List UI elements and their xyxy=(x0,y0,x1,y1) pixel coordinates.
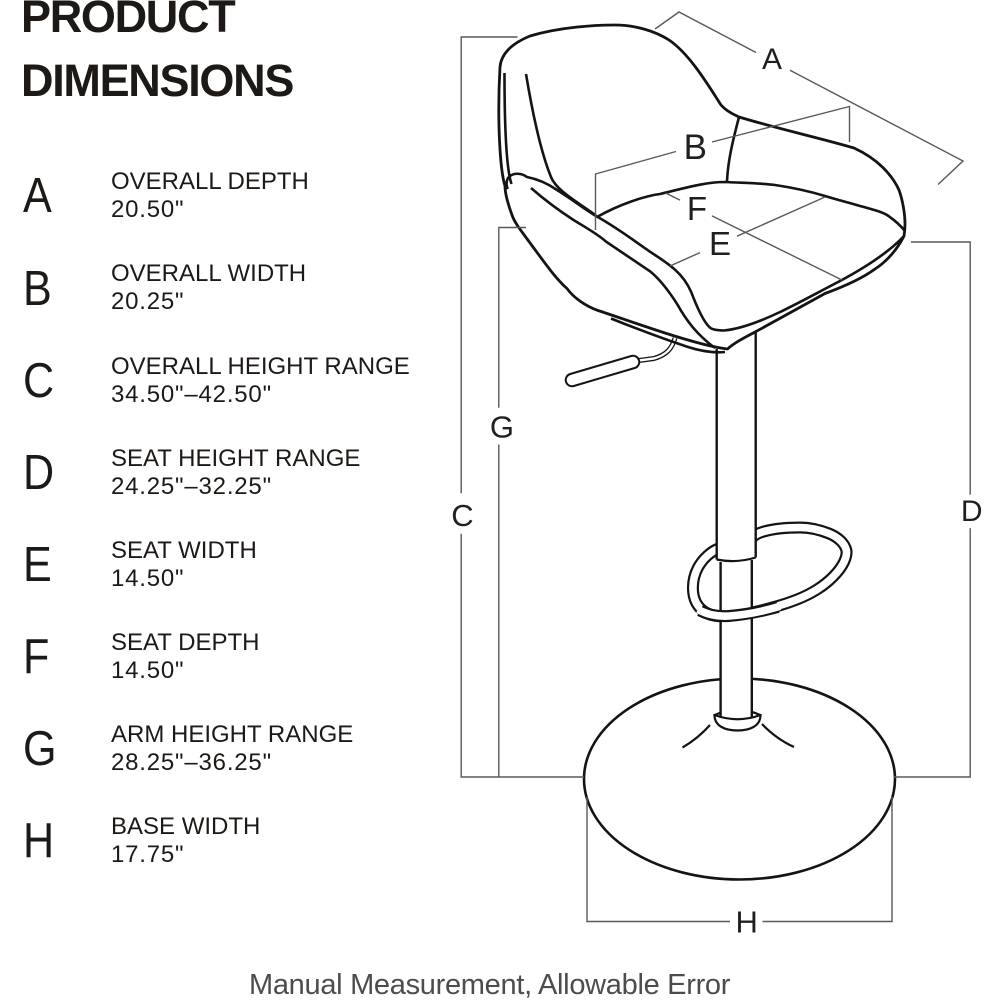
svg-text:F: F xyxy=(687,190,707,227)
svg-text:G: G xyxy=(490,410,514,445)
svg-text:D: D xyxy=(961,495,983,528)
svg-text:E: E xyxy=(709,225,731,262)
svg-text:C: C xyxy=(451,498,473,533)
svg-text:A: A xyxy=(762,43,782,76)
svg-text:H: H xyxy=(736,905,758,940)
svg-text:B: B xyxy=(684,128,707,167)
